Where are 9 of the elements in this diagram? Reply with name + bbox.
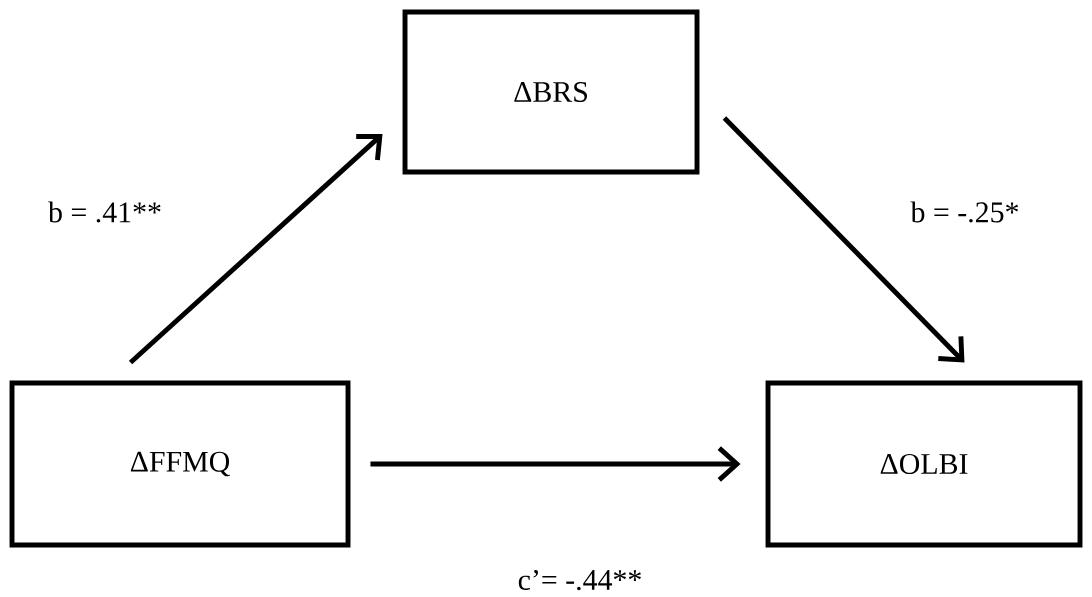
variable-box: ΔBRS <box>402 9 700 175</box>
edge-label: b = .41** <box>44 197 166 227</box>
variable-box: ΔFFMQ <box>9 380 351 548</box>
arrow <box>722 116 965 363</box>
edge-label: c’= -.44** <box>514 566 646 594</box>
arrow <box>128 134 383 365</box>
arrow <box>370 446 741 482</box>
variable-box: ΔOLBI <box>765 380 1083 548</box>
edge-label: b = -.25* <box>907 197 1023 227</box>
